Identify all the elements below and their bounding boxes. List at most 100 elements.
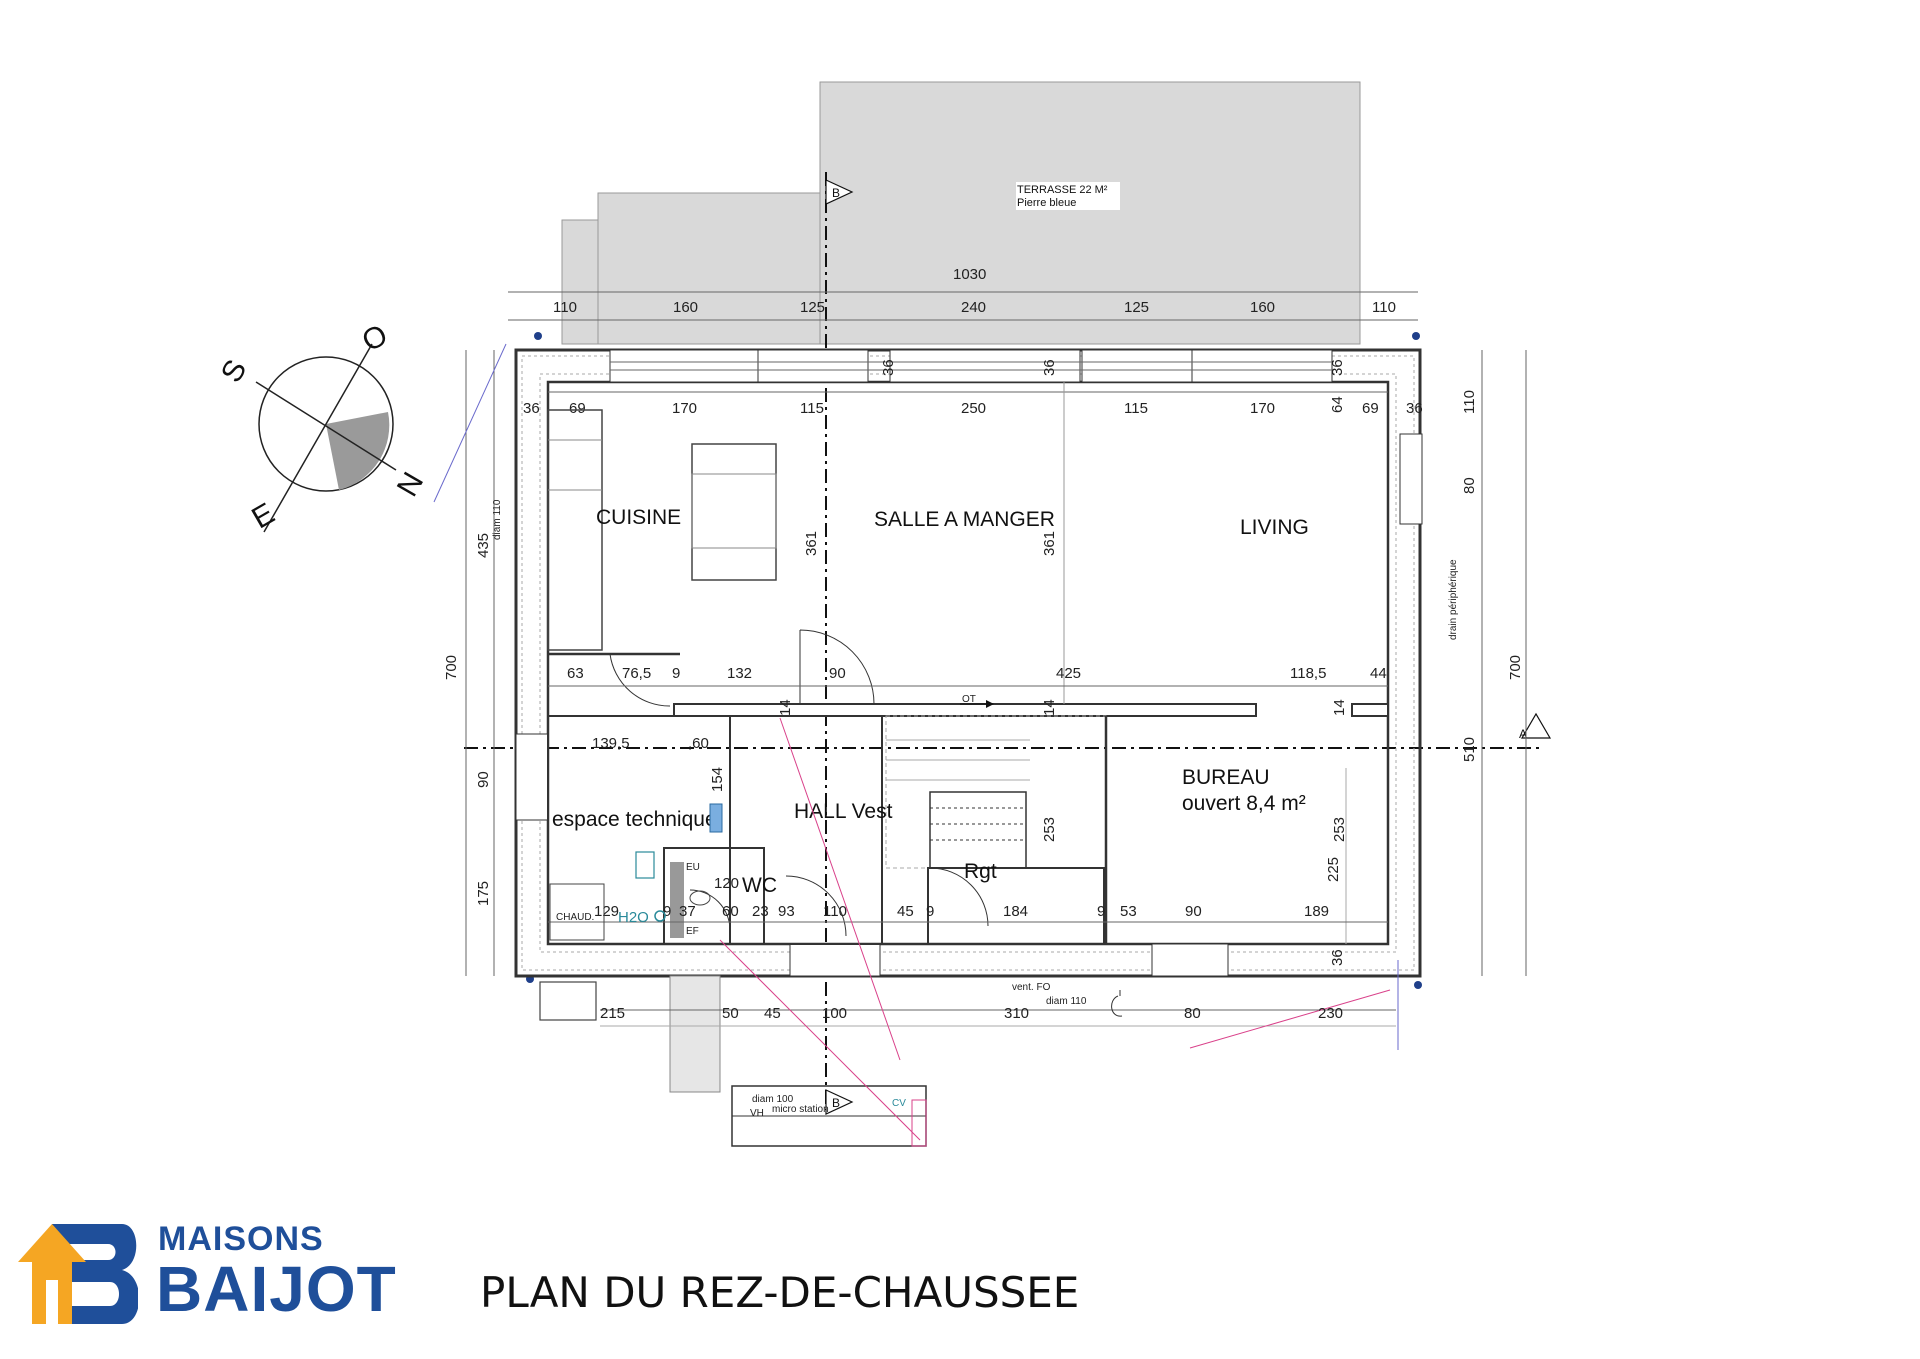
right-drain: drain périphérique <box>1448 559 1459 640</box>
inner-top-dimensions: 36 69 170 115 250 115 170 64 69 36 36 36… <box>523 359 1423 417</box>
right-top: 110 <box>1461 390 1478 414</box>
mid-dim-9: 14 <box>777 699 794 716</box>
bottom-dim-6: 93 <box>778 903 795 920</box>
height-dim-5: 225 <box>1325 857 1342 882</box>
chaud-label: CHAUD. <box>556 912 594 923</box>
mid-dim-7: 118,5 <box>1290 665 1326 682</box>
brand-logo-icon <box>18 1224 138 1324</box>
top-dim-4: 240 <box>961 299 986 316</box>
brand-name-bottom: BAIJOT <box>156 1253 397 1325</box>
wall-dim-1: 36 <box>880 359 897 376</box>
inner-dim-1: 36 <box>523 400 540 417</box>
bottom-dim-1: 129 <box>594 903 619 920</box>
left-total: 700 <box>443 655 460 680</box>
cv-label: CV <box>892 1098 906 1109</box>
bottom-dim-13: 90 <box>1185 903 1202 920</box>
top-dim-5: 125 <box>1124 299 1149 316</box>
interior-walls: OT <box>547 382 1389 945</box>
meter-icon <box>709 803 723 833</box>
height-dim-1: 361 <box>803 531 820 556</box>
outside-dim-4: 100 <box>822 1005 847 1022</box>
left-middle: 90 <box>475 771 492 788</box>
h2o-label: H2O <box>618 909 649 926</box>
outside-dim-6: 80 <box>1184 1005 1201 1022</box>
terrace-label: TERRASSE 22 M² <box>1017 184 1108 196</box>
bottom-dim-4: 60 <box>722 903 739 920</box>
section-arrow-icon <box>1520 712 1552 739</box>
vent-icon <box>1111 990 1123 1017</box>
overall-width: 1030 <box>953 266 986 283</box>
bottom-row-dimensions: 129 9 37 60 23 93 110 45 9 184 9 53 90 1… <box>548 903 1388 966</box>
mid-dim-2: 76,5 <box>622 665 651 682</box>
mid-dim-10: 14 <box>1041 699 1058 716</box>
bottom-dim-12: 53 <box>1120 903 1137 920</box>
brand-name-top: MAISONS <box>158 1220 324 1258</box>
inner-dim-6: 115 <box>1124 400 1148 417</box>
inner-dim-2: 69 <box>569 400 586 417</box>
bottom-dim-5: 23 <box>752 903 769 920</box>
height-dim-2: 361 <box>1041 531 1058 556</box>
room-bureau-area: ouvert 8,4 m² <box>1182 792 1306 815</box>
mid-dim-5: 90 <box>829 665 846 682</box>
bottom-dim-15: 36 <box>1329 949 1346 966</box>
bottom-dim-10: 184 <box>1003 903 1028 920</box>
outside-area: 215 50 45 100 310 80 230 vent. FO diam 1… <box>539 717 1399 1147</box>
brand-block: MAISONS BAIJOT <box>18 1218 418 1328</box>
left-lower: 175 <box>475 881 492 906</box>
inner-dim-10: 36 <box>1406 400 1423 417</box>
room-salle-a-manger: SALLE A MANGER <box>874 508 1055 531</box>
left-upper: 435 <box>475 533 492 558</box>
mid-dim-11: 14 <box>1331 699 1348 716</box>
height-dim-3: 253 <box>1041 817 1058 842</box>
plan-title: PLAN DU REZ-DE-CHAUSSEE <box>480 1268 1080 1317</box>
eu-label: EU <box>686 862 700 873</box>
right-dimensions: 700 110 80 510 drain périphérique <box>1448 350 1527 976</box>
top-dim-7: 110 <box>1372 299 1396 316</box>
ef-label: EF <box>686 926 699 937</box>
bottom-dim-14: 189 <box>1304 903 1329 920</box>
mid-dim-4: 132 <box>727 665 752 682</box>
diam-fo-label: diam 110 <box>1046 996 1087 1007</box>
diam-100-label: diam 100 <box>752 1094 794 1105</box>
inner-dim-3: 170 <box>672 400 697 417</box>
height-dim-4: 253 <box>1331 817 1348 842</box>
section-arrow-icon <box>825 1089 854 1115</box>
compass: S O E N <box>215 318 430 535</box>
terrace-area: TERRASSE 22 M² Pierre bleue <box>561 81 1361 345</box>
room-wc: WC <box>742 874 777 897</box>
room-hall: HALL Vest <box>794 800 893 823</box>
section-arrow-icon <box>825 179 854 205</box>
section-marks: B B A <box>464 172 1552 1115</box>
top-dim-6: 160 <box>1250 299 1275 316</box>
exterior-walls <box>514 348 1423 978</box>
right-lower: 510 <box>1461 737 1478 762</box>
inner-dim-8: 64 <box>1329 396 1346 413</box>
bottom-dim-8: 45 <box>897 903 914 920</box>
inner-dim-9: 69 <box>1362 400 1379 417</box>
bottom-dim-7: 110 <box>823 903 847 920</box>
room-bureau: BUREAU <box>1182 766 1270 789</box>
compass-s: S <box>215 354 254 388</box>
room-living: LIVING <box>1240 516 1309 539</box>
tech-dim-2: ,60 <box>688 735 709 752</box>
mid-dim-1: 63 <box>567 665 584 682</box>
outside-dim-2: 50 <box>722 1005 739 1022</box>
room-labels: CUISINE SALLE A MANGER LIVING BUREAU ouv… <box>552 506 1309 897</box>
outside-dim-1: 215 <box>600 1005 625 1022</box>
vh-label: VH <box>750 1108 764 1119</box>
outside-dim-7: 230 <box>1318 1005 1343 1022</box>
bottom-dim-9: 9 <box>926 903 934 920</box>
compass-e: E <box>246 497 280 536</box>
section-b-top: B <box>832 186 840 200</box>
vent-label: vent. FO <box>1012 982 1051 993</box>
top-dim-2: 160 <box>673 299 698 316</box>
compass-n: N <box>391 467 430 502</box>
left-dimensions: 700 435 90 175 diam 110 <box>433 343 507 976</box>
section-b-bottom: B <box>832 1096 840 1110</box>
height-dim-6: 154 <box>709 767 726 792</box>
middle-dimensions: 63 76,5 9 132 90 425 118,5 44 14 14 14 3… <box>548 531 1388 882</box>
top-dimensions: 1030 110 160 125 240 125 160 110 <box>508 266 1422 989</box>
room-rgt: Rgt <box>964 860 997 883</box>
room-cuisine: CUISINE <box>596 506 681 529</box>
